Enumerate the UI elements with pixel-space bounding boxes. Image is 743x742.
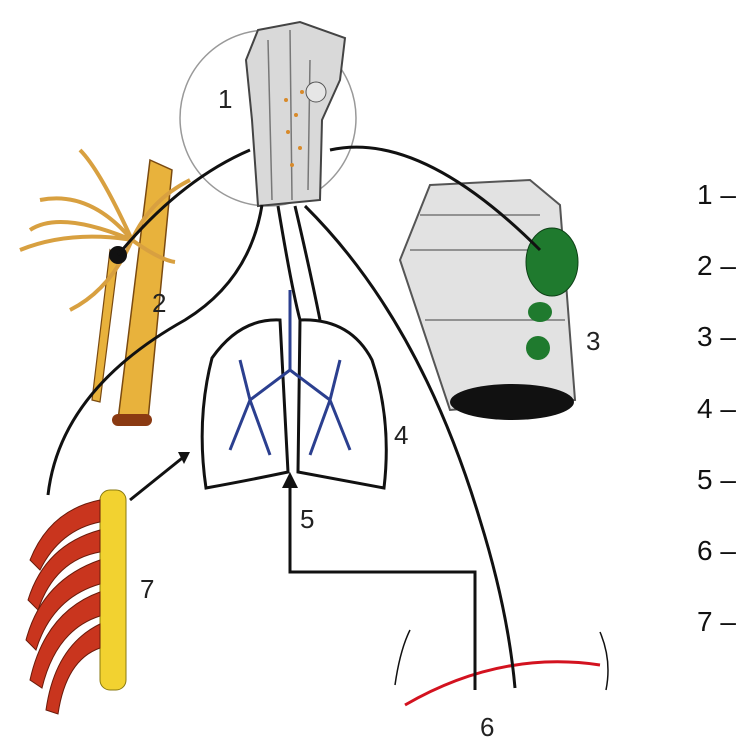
- key-item-7: 7 –: [697, 606, 736, 637]
- label-4: 4: [394, 420, 408, 450]
- brainstem-figure: [180, 22, 356, 206]
- key-item-6: 6 –: [697, 535, 736, 566]
- label-5: 5: [300, 504, 314, 534]
- label-3: 3: [586, 326, 600, 356]
- lungs-figure: [202, 290, 386, 488]
- ribcage-figure: [26, 490, 126, 714]
- answer-key: 1 – 2 – 3 – 4 – 5 – 6 – 7 –: [697, 179, 736, 637]
- label-7: 7: [140, 574, 154, 604]
- label-1: 1: [218, 84, 232, 114]
- label-2: 2: [152, 288, 166, 318]
- label-6: 6: [480, 712, 494, 742]
- key-item-5: 5 –: [697, 464, 736, 495]
- key-item-3: 3 –: [697, 321, 736, 352]
- key-item-2: 2 –: [697, 250, 736, 281]
- diaphragm-figure: [395, 630, 608, 705]
- key-item-4: 4 –: [697, 393, 736, 424]
- key-item-1: 1 –: [697, 179, 736, 210]
